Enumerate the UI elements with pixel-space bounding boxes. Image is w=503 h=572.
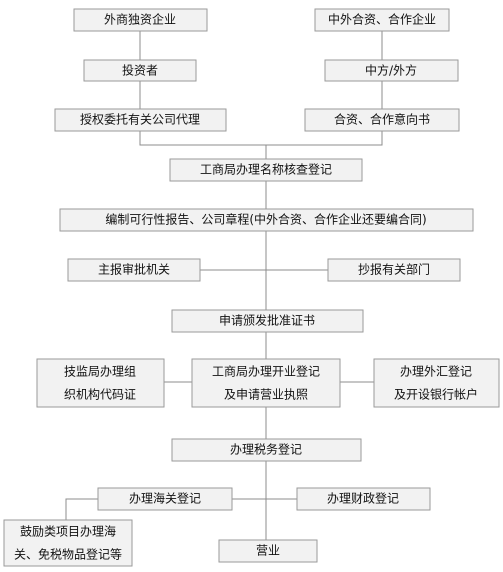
- node-approval-authority: 主报审批机关: [67, 258, 201, 282]
- node-label-line1: 办理外汇登记: [400, 364, 472, 379]
- node-finance-registration: 办理财政登记: [296, 487, 431, 511]
- connectors: [65, 31, 383, 540]
- node-label: 中方/外方: [365, 63, 417, 78]
- node-label-line2: 及申请营业执照: [224, 388, 308, 402]
- node-encouraged-projects: 鼓励类项目办理海 关、免税物品登记等: [3, 519, 133, 567]
- node-forex-bank: 办理外汇登记 及开设银行帐户: [373, 358, 500, 408]
- node-business-license: 工商局办理开业登记 及申请营业执照: [191, 358, 341, 408]
- node-foreign-owned: 外商独资企业: [73, 8, 208, 32]
- node-label: 授权委托有关公司代理: [80, 112, 200, 127]
- node-label: 中外合资、合作企业: [328, 12, 436, 27]
- node-name-check: 工商局办理名称核查登记: [169, 158, 363, 182]
- node-label: 外商独资企业: [104, 12, 176, 27]
- node-label: 办理税务登记: [230, 442, 302, 457]
- node-letter-of-intent: 合资、合作意向书: [304, 108, 460, 132]
- node-label-line1: 技监局办理组: [64, 364, 136, 379]
- node-label: 营业: [256, 544, 280, 558]
- node-label-line2: 及开设银行帐户: [394, 387, 478, 402]
- node-chinese-foreign-party: 中方/外方: [324, 59, 459, 82]
- node-joint-venture: 中外合资、合作企业: [314, 8, 450, 32]
- node-label: 办理财政登记: [327, 491, 399, 506]
- node-copy-departments: 抄报有关部门: [327, 258, 461, 282]
- node-label: 工商局办理名称核查登记: [200, 162, 332, 177]
- node-label-line1: 工商局办理开业登记: [212, 364, 320, 379]
- node-label: 合资、合作意向书: [334, 112, 430, 127]
- node-feasibility-report: 编制可行性报告、公司章程(中外合资、合作企业还要编合同): [59, 208, 474, 232]
- node-authorize-agent: 授权委托有关公司代理: [54, 108, 227, 132]
- node-label: 办理海关登记: [129, 491, 201, 506]
- node-label-line2: 关、免税物品登记等: [14, 547, 122, 562]
- node-operation: 营业: [218, 539, 318, 563]
- edge-hgdj-gll: [65, 498, 98, 520]
- node-tax-registration: 办理税务登记: [171, 438, 362, 462]
- node-label: 申请颁发批准证书: [219, 313, 315, 328]
- edge-sqwt-merge: [139, 131, 383, 146]
- node-investor: 投资者: [83, 59, 197, 82]
- node-approval-certificate: 申请颁发批准证书: [171, 309, 364, 333]
- node-label: 投资者: [122, 63, 158, 78]
- node-org-code: 技监局办理组 织机构代码证: [36, 358, 165, 408]
- node-label-line1: 鼓励类项目办理海: [20, 524, 116, 539]
- node-label: 编制可行性报告、公司章程(中外合资、合作企业还要编合同): [105, 212, 426, 227]
- node-label: 主报审批机关: [98, 262, 170, 277]
- node-label: 抄报有关部门: [358, 262, 430, 277]
- node-customs-registration: 办理海关登记: [97, 487, 233, 511]
- node-label-line2: 织机构代码证: [64, 387, 136, 402]
